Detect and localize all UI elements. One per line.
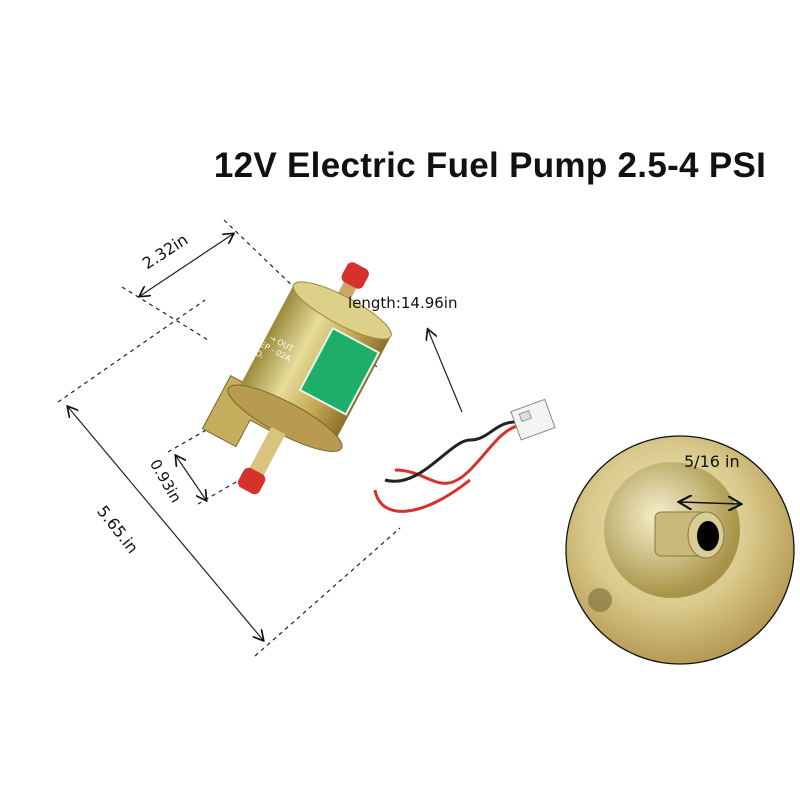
- pump-label: [298, 326, 381, 416]
- outlet-closeup: [565, 435, 795, 665]
- wire-arrow: [428, 330, 463, 413]
- dash-line: [254, 527, 401, 657]
- bracket-arrow: [176, 456, 206, 500]
- dash-line: [167, 424, 216, 453]
- fuel-pump: [201, 262, 392, 495]
- dimension-lines: [57, 219, 463, 657]
- dash-line: [121, 286, 209, 341]
- outlet-diameter-label: 5/16 in: [684, 452, 740, 471]
- wire-connector: [510, 398, 556, 441]
- outlet-cap: [237, 467, 266, 495]
- wire-length-label: length:14.96in: [348, 294, 458, 312]
- length-arrow: [68, 407, 263, 640]
- width-arrow: [140, 234, 233, 296]
- inlet-cap: [341, 262, 369, 289]
- product-title: 12V Electric Fuel Pump 2.5-4 PSI: [213, 146, 767, 185]
- diameter-arrow: [680, 502, 740, 504]
- outlet-hole: [697, 521, 719, 551]
- outlet-pipe: [247, 426, 286, 479]
- dash-line: [57, 299, 206, 403]
- wires: [373, 420, 521, 513]
